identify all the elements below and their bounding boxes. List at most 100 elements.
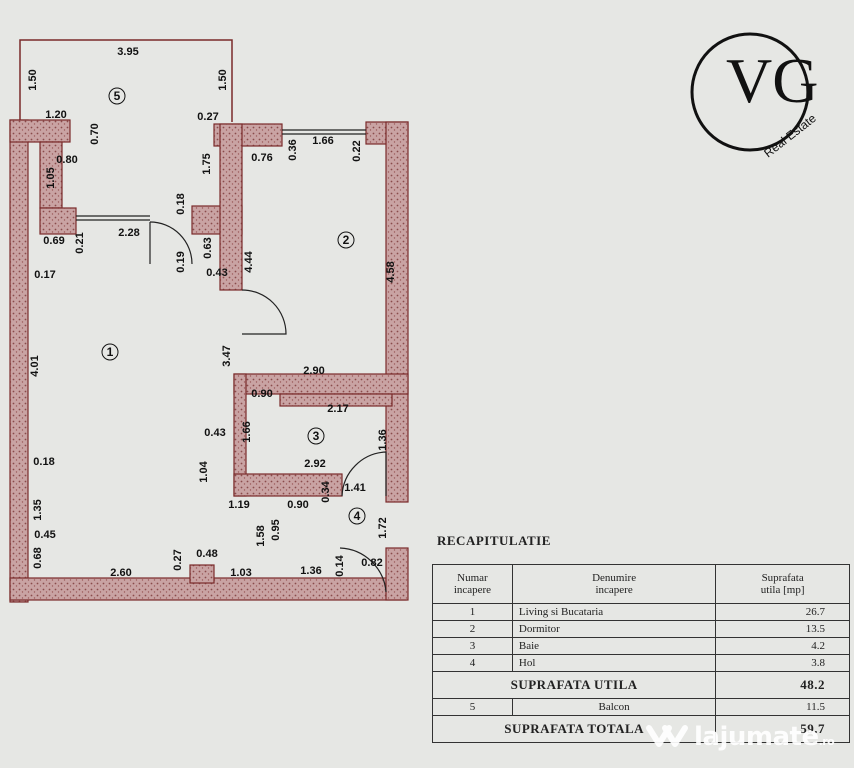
room-marker: [108, 87, 126, 105]
dimension-label: 0.76: [251, 152, 272, 164]
usable-value: 48.2: [715, 671, 850, 699]
balcony-outline: [19, 39, 233, 122]
doors: [149, 221, 387, 593]
row-area: 11.5: [715, 698, 850, 716]
dimension-label: 2.92: [304, 458, 325, 470]
room-marker: [337, 231, 355, 249]
dimension-label: 1.20: [45, 109, 66, 121]
usable-label: SUPRAFATA UTILA: [431, 671, 717, 699]
dimension-label: 1.36: [300, 565, 321, 577]
dimension-label: 1.72: [377, 517, 389, 538]
dimension-label: 0.80: [56, 154, 77, 166]
table-row: 1 Living si Bucataria 26.7: [432, 603, 850, 621]
dimension-label: 0.22: [351, 140, 363, 161]
dimension-label: 1.50: [27, 69, 39, 90]
dimension-label: 1.36: [377, 429, 389, 450]
row-number: 5: [432, 698, 513, 716]
row-name: Dormitor: [511, 620, 717, 638]
room-marker: [101, 343, 119, 361]
dimension-label: 0.90: [251, 388, 272, 400]
watermark-brand: lajumate: [694, 722, 819, 752]
dimension-label: 1.58: [255, 525, 267, 546]
dimension-labels: 3.95 1.50 1.50 1.20 0.27 0.70 0.801.05 0.76 0.36…: [27, 46, 397, 579]
table-row: 5 Balcon 11.5: [432, 698, 850, 716]
dimension-label: 0.17: [34, 269, 55, 281]
recap-title: RECAPITULATIE: [437, 533, 551, 548]
dimension-label: 0.18: [33, 456, 54, 468]
room-number-5: 5: [114, 89, 121, 103]
dimension-label: 0.90: [287, 499, 308, 511]
dimension-label: 1.41: [344, 482, 365, 494]
dimension-label: 2.90: [303, 365, 324, 377]
dimension-label: 1.04: [198, 460, 210, 482]
row-area: 13.5: [715, 620, 850, 638]
dimension-label: 1.03: [230, 567, 251, 579]
dimension-label: 2.60: [110, 567, 131, 579]
total-area-row: SUPRAFATA TOTALA 59.7: [431, 715, 850, 743]
dimension-label: 0.27: [172, 549, 184, 570]
dimension-label: 0.36: [287, 139, 299, 160]
dimension-label: 0.14: [334, 554, 346, 576]
lajumate-watermark: lajumate.ro: [694, 722, 835, 752]
row-name: Baie: [511, 637, 717, 655]
row-name: Living si Bucataria: [511, 603, 717, 621]
header-name: Denumire incapere: [511, 564, 717, 604]
watermark-tld: .ro: [818, 735, 835, 748]
room-number-4: 4: [354, 509, 361, 523]
room-labels: 1 2 3 4 5: [101, 87, 366, 525]
room-marker: [307, 427, 325, 445]
row-name: Balcon: [511, 698, 717, 716]
dimension-label: 0.63: [202, 237, 214, 258]
dimension-label: 0.19: [175, 251, 187, 272]
row-area: 3.8: [715, 654, 850, 672]
lajumate-heart-icon: [646, 725, 688, 747]
dimension-label: 0.43: [206, 267, 227, 279]
dimension-label: 1.66: [312, 135, 333, 147]
vg-logo: VG Real Estate: [690, 32, 819, 160]
header-number: Numar incapere: [432, 564, 513, 604]
dimension-label: 0.69: [43, 235, 64, 247]
dimension-label: 2.28: [118, 227, 139, 239]
dimension-label: 0.48: [196, 548, 217, 560]
dimension-label: 4.58: [385, 261, 397, 282]
dimension-label: 4.01: [29, 355, 41, 376]
dimension-label: 1.75: [201, 153, 213, 174]
room-number-2: 2: [343, 233, 350, 247]
logo-letters: VG: [726, 45, 818, 116]
dimension-label: 0.95: [270, 519, 282, 540]
dimension-label: 3.47: [221, 345, 233, 366]
row-name: Hol: [511, 654, 717, 672]
dimension-label: 2.17: [327, 403, 348, 415]
dimension-label: 0.27: [197, 111, 218, 123]
dimension-label: 1.05: [45, 167, 57, 188]
room-number-1: 1: [107, 345, 114, 359]
logo-tagline: Real Estate: [761, 111, 819, 160]
row-number: 1: [432, 603, 513, 621]
dimension-label: 1.35: [32, 499, 44, 520]
room-marker: [348, 507, 366, 525]
dimension-label: 3.95: [117, 46, 138, 58]
dimension-label: 0.21: [74, 232, 86, 253]
dimension-label: 0.82: [361, 557, 382, 569]
table-row: 2 Dormitor 13.5: [432, 620, 850, 638]
dimension-label: 1.19: [228, 499, 249, 511]
recap-table: Numar incapere Denumire incapere Suprafa…: [431, 564, 850, 743]
total-value: 59.7: [715, 715, 850, 743]
dimension-label: 4.44: [243, 250, 255, 272]
row-number: 2: [432, 620, 513, 638]
dimension-label: 0.68: [32, 547, 44, 568]
dimension-label: 0.70: [89, 123, 101, 144]
dimension-label: 1.66: [241, 421, 253, 442]
dimension-label: 0.43: [204, 427, 225, 439]
windows: [76, 129, 366, 221]
row-number: 4: [432, 654, 513, 672]
table-row: 3 Baie 4.2: [432, 637, 850, 655]
room-number-3: 3: [313, 429, 320, 443]
header-area: Suprafata utila [mp]: [715, 564, 850, 604]
row-area: 26.7: [715, 603, 850, 621]
dimension-label: 0.45: [34, 529, 55, 541]
row-number: 3: [432, 637, 513, 655]
dimension-label: 1.50: [217, 69, 229, 90]
dimension-label: 0.34: [320, 480, 332, 502]
